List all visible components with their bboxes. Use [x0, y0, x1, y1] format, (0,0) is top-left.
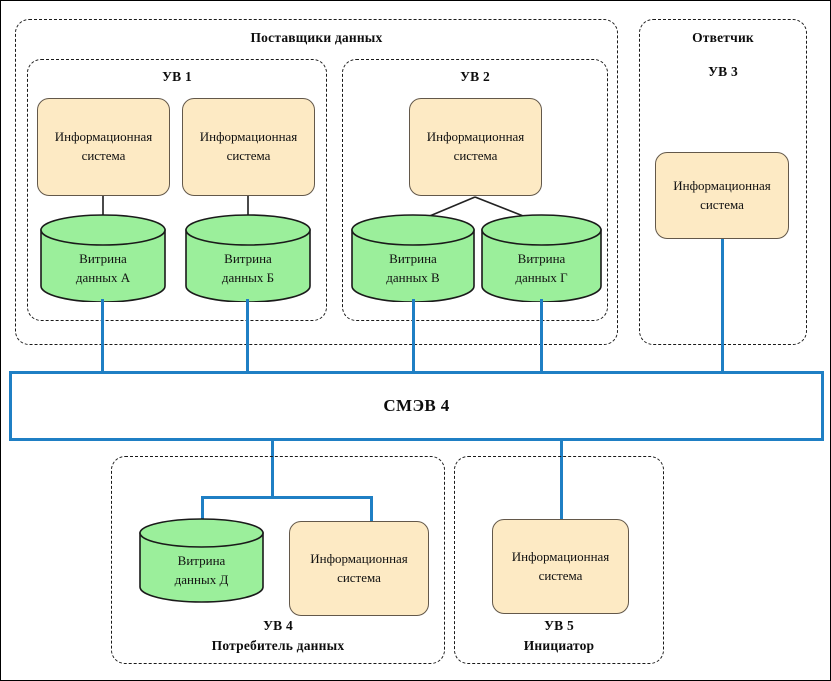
group-providers-title: Поставщики данных: [250, 30, 383, 45]
connector-mart-v-to-bus: [412, 299, 415, 373]
connector-bus-to-uv4: [271, 441, 274, 498]
smev-bus-label: СМЭВ 4: [383, 396, 450, 415]
cylinder-shape: [139, 518, 264, 603]
connector-uv4-branch-bar: [201, 496, 373, 499]
connector-uv4-to-is: [370, 496, 373, 522]
group-uv5: [454, 456, 664, 664]
connector-is-to-mart-b: [247, 196, 249, 219]
connector-mart-g-to-bus: [540, 299, 543, 373]
group-uv4-title-code: УВ 4: [263, 618, 293, 633]
group-uv2: [342, 59, 608, 321]
group-uv4-title-role: Потребитель данных: [211, 638, 345, 653]
connector-mart-a-to-bus: [101, 299, 104, 373]
cylinder-shape: [351, 214, 475, 302]
connector-is-uv3-to-bus: [721, 239, 724, 373]
connector-uv4-to-mart-d: [201, 496, 204, 529]
group-uv2-title: УВ 2: [460, 69, 490, 84]
cylinder-shape: [481, 214, 602, 302]
connector-is-to-mart-a: [102, 196, 104, 219]
cylinder-shape: [185, 214, 311, 302]
group-uv3-title-code: УВ 3: [708, 64, 738, 79]
group-providers: [15, 19, 618, 345]
connector-mart-b-to-bus: [246, 299, 249, 373]
group-uv5-title-role: Инициатор: [523, 638, 595, 653]
group-uv1-title: УВ 1: [162, 69, 192, 84]
group-uv3-title-role: Ответчик: [692, 30, 754, 45]
smev-bus[interactable]: СМЭВ 4: [9, 371, 824, 441]
cylinder-shape: [40, 214, 166, 302]
group-uv5-title-code: УВ 5: [544, 618, 574, 633]
connector-bus-to-uv5: [560, 441, 563, 521]
group-uv4: [111, 456, 445, 664]
group-uv1: [27, 59, 327, 321]
